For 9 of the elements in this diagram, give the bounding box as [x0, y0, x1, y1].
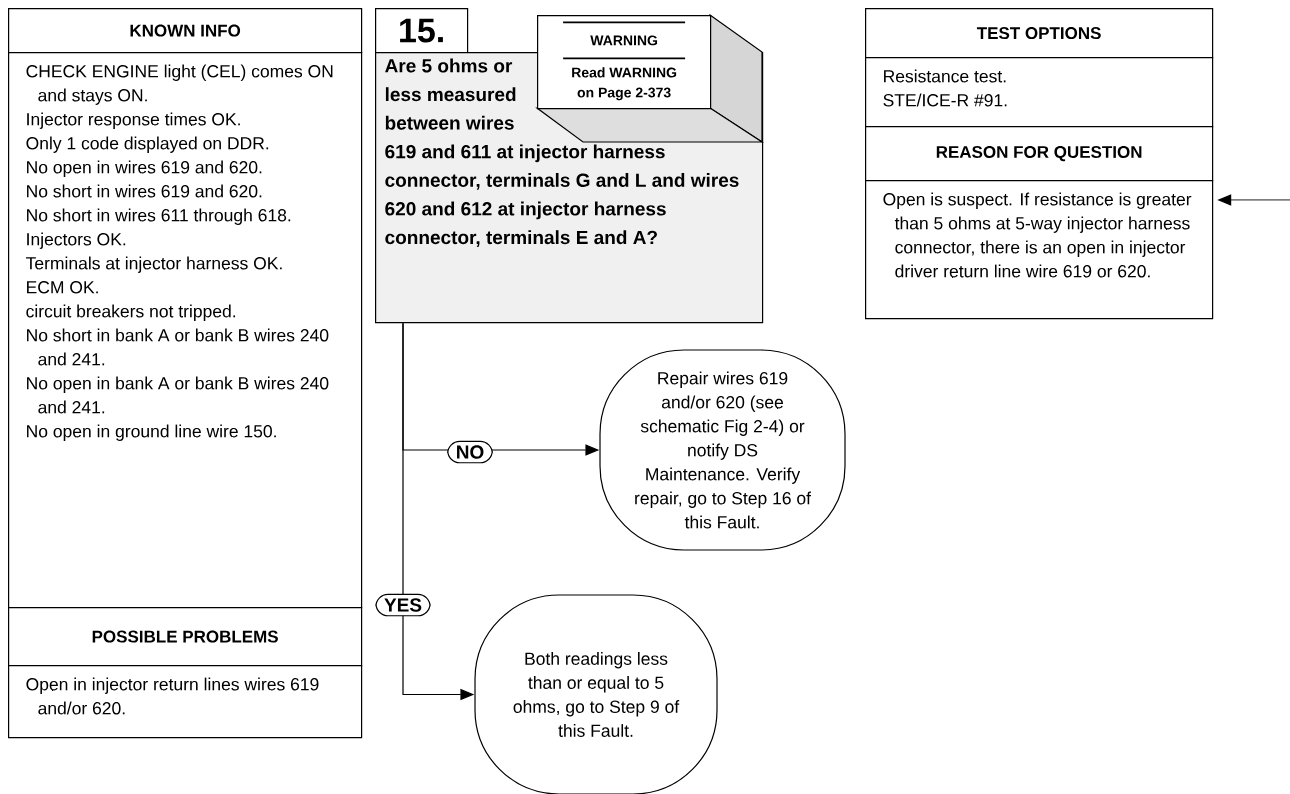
table-header: POSSIBLE PROBLEMS — [8, 607, 363, 667]
table-header: REASON FOR QUESTION — [865, 126, 1214, 182]
table-cell: Open in injector return lines wires 619 and/or 620. — [8, 665, 363, 739]
table-cell: Resistance test. STE/ICE-R #91. — [865, 57, 1214, 128]
step-number-box: 15. — [375, 8, 469, 54]
edge-label: NO — [447, 440, 493, 464]
edge-label: YES — [375, 593, 431, 617]
table-header: KNOWN INFO — [8, 8, 363, 54]
table-header: TEST OPTIONS — [865, 8, 1214, 59]
